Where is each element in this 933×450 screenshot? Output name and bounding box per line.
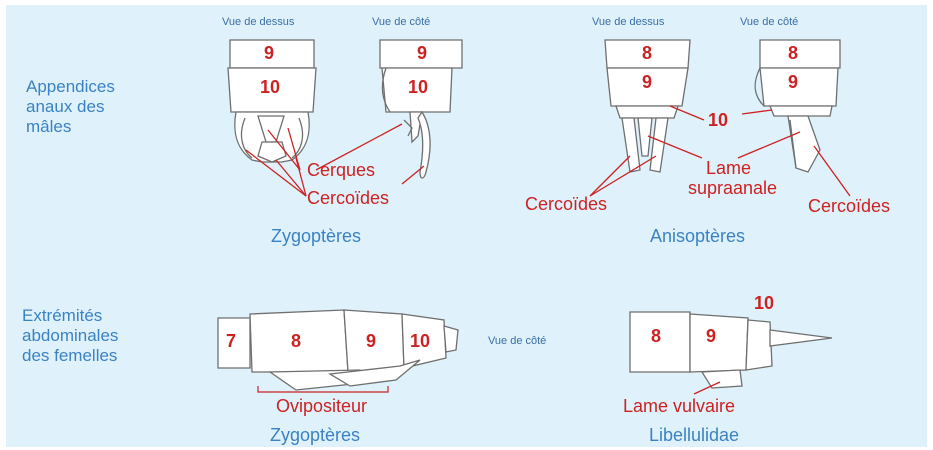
libel-seg-9: 9 bbox=[706, 326, 716, 347]
aniso-view-top-label: Vue de dessus bbox=[592, 16, 664, 28]
males-title-line-1: Appendices bbox=[26, 77, 115, 97]
aniso-side-seg-8: 8 bbox=[788, 43, 798, 64]
zygo-female-seg-8: 8 bbox=[291, 331, 301, 352]
cercoides-zygo-label: Cercoïdes bbox=[307, 188, 389, 209]
zygo-side-seg-9: 9 bbox=[417, 43, 427, 64]
aniso-male-caption: Anisoptères bbox=[650, 226, 745, 247]
zygo-female-caption: Zygoptères bbox=[270, 425, 360, 446]
males-title-line-3: mâles bbox=[26, 117, 115, 137]
females-title-line-1: Extrémités bbox=[22, 306, 118, 326]
females-title-line-2: abdominales bbox=[22, 326, 118, 346]
zygo-female-seg-10: 10 bbox=[410, 331, 430, 352]
lame-line-1: Lame bbox=[706, 158, 751, 179]
libel-seg-10: 10 bbox=[754, 293, 774, 314]
aniso-view-side-label: Vue de côté bbox=[740, 16, 798, 28]
zygo-view-top-label: Vue de dessus bbox=[222, 16, 294, 28]
zygo-male-caption: Zygoptères bbox=[271, 226, 361, 247]
pointer-lame-2 bbox=[738, 132, 800, 158]
aniso-side-seg-9: 9 bbox=[788, 72, 798, 93]
cercoides-aniso-right-label: Cercoïdes bbox=[808, 196, 890, 217]
pointer-cercoides-aniso-2 bbox=[590, 156, 656, 196]
zygo-top-seg-10: 10 bbox=[260, 77, 280, 98]
female-view-side-label: Vue de côté bbox=[488, 335, 546, 347]
zygo-female-seg-7: 7 bbox=[226, 331, 236, 352]
pointer-cercoides-aniso-3 bbox=[814, 146, 850, 196]
aniso-top-seg-9: 9 bbox=[642, 72, 652, 93]
pointer-10-aniso-2 bbox=[742, 110, 772, 114]
zygo-female-seg-9: 9 bbox=[366, 331, 376, 352]
males-title-line-2: anaux des bbox=[26, 97, 115, 117]
females-title: Extrémités abdominales des femelles bbox=[22, 306, 118, 366]
lame-line-2: supraanale bbox=[688, 178, 777, 199]
ovipositeur-label: Ovipositeur bbox=[276, 396, 367, 417]
aniso-seg-10: 10 bbox=[708, 110, 728, 131]
zygo-view-side-label: Vue de côté bbox=[372, 16, 430, 28]
females-title-line-3: des femelles bbox=[22, 346, 118, 366]
cercoides-aniso-left-label: Cercoïdes bbox=[525, 194, 607, 215]
zygo-top-seg-9: 9 bbox=[264, 43, 274, 64]
cerques-label: Cerques bbox=[307, 160, 375, 181]
aniso-top-seg-8: 8 bbox=[642, 43, 652, 64]
zygo-side-seg-10: 10 bbox=[408, 77, 428, 98]
libel-seg-8: 8 bbox=[651, 326, 661, 347]
libellulidae-caption: Libellulidae bbox=[649, 425, 739, 446]
libellulidae-female-side-view bbox=[630, 312, 832, 388]
lame-vulvaire-label: Lame vulvaire bbox=[623, 396, 735, 417]
males-title: Appendices anaux des mâles bbox=[26, 77, 115, 137]
